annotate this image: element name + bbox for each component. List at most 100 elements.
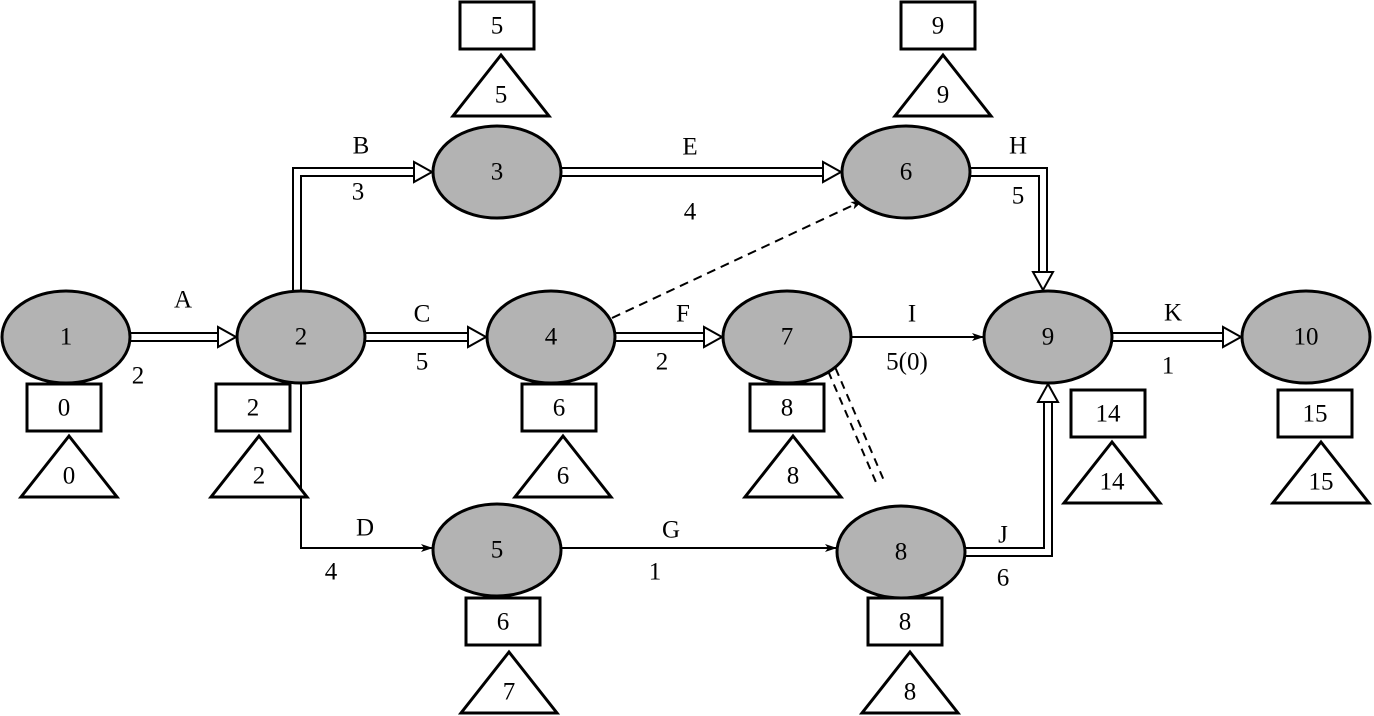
edge-h (971, 167, 1055, 293)
node-number: 9 (1042, 324, 1055, 351)
edge-f (616, 325, 725, 349)
earliest-time: 15 (1303, 401, 1328, 428)
latest-time-triangle (1269, 439, 1373, 505)
arrowhead-a (217, 325, 239, 349)
node-number: 8 (895, 539, 908, 566)
event-node-1: 1 0 0 (0, 289, 132, 499)
activity-duration: 2 (656, 349, 669, 376)
node-number: 3 (491, 159, 504, 186)
activity-duration: 6 (997, 565, 1010, 592)
latest-time: 14 (1100, 469, 1126, 496)
node-number: 5 (491, 537, 504, 564)
activity-duration: 4 (325, 559, 338, 586)
activity-duration: 5 (416, 349, 429, 376)
edge-d (300, 384, 433, 552)
earliest-time-box (214, 382, 292, 433)
earliest-time-box (866, 596, 944, 647)
earliest-time-box (1069, 388, 1147, 439)
activity-label: C (414, 301, 431, 328)
latest-time-triangle (511, 433, 615, 499)
activity-label: F (676, 301, 690, 328)
activity-label: H (1009, 133, 1027, 160)
node-number: 10 (1294, 324, 1319, 351)
earliest-time-box (1276, 388, 1354, 439)
latest-time-triangle (17, 433, 121, 499)
latest-time: 7 (503, 679, 516, 706)
arrowhead-k (1222, 325, 1244, 349)
activity-duration: 3 (352, 179, 365, 206)
latest-time: 2 (253, 463, 266, 490)
activity-label: G (662, 517, 680, 544)
edge-e (562, 160, 844, 184)
latest-time: 6 (557, 463, 570, 490)
latest-time: 5 (495, 82, 508, 109)
earliest-time-box (25, 382, 103, 433)
arrowhead-j (1036, 381, 1060, 403)
latest-time: 0 (63, 463, 76, 490)
node-ellipse (235, 289, 367, 385)
node-number: 4 (545, 324, 558, 351)
node-ellipse (431, 124, 563, 220)
earliest-time-box (748, 382, 826, 433)
latest-time-triangle (457, 649, 561, 715)
earliest-time: 6 (553, 395, 566, 422)
event-node-8: 8 8 8 (835, 504, 967, 715)
earliest-time: 2 (247, 395, 260, 422)
latest-time-triangle (449, 52, 553, 118)
edge-a (131, 325, 239, 349)
edge-c (366, 325, 489, 349)
event-node-3: 3 5 5 (431, 0, 563, 220)
node-number: 7 (781, 324, 794, 351)
activity-duration: 2 (132, 363, 145, 390)
activity-duration: 5(0) (886, 349, 928, 376)
event-node-5: 5 6 7 (431, 502, 563, 715)
earliest-time: 14 (1096, 401, 1122, 428)
event-node-7: 7 8 8 (721, 289, 853, 499)
edge-4-6-dummy (611, 200, 863, 319)
activity-label: E (682, 134, 697, 161)
event-node-10: 10 15 15 (1240, 289, 1373, 505)
earliest-time-box (520, 382, 598, 433)
earliest-time: 5 (491, 13, 504, 40)
activity-duration: 1 (1162, 353, 1175, 380)
arrowhead-c (467, 325, 489, 349)
earliest-time: 6 (497, 609, 510, 636)
edge-b (292, 160, 435, 290)
edge-k (1113, 325, 1244, 349)
event-node-4: 4 6 6 (485, 289, 617, 499)
node-number: 2 (295, 324, 308, 351)
latest-time: 8 (904, 679, 917, 706)
earliest-time: 0 (58, 395, 71, 422)
earliest-time-box (899, 0, 977, 51)
earliest-time: 8 (899, 609, 912, 636)
activity-label: A (174, 287, 192, 314)
latest-time-triangle (858, 649, 962, 715)
arrowhead-h (1031, 271, 1055, 293)
latest-time-triangle (207, 433, 311, 499)
activity-label: D (356, 515, 374, 542)
activity-duration: 1 (649, 559, 662, 586)
arrowhead-e (822, 160, 844, 184)
latest-time-triangle (1060, 439, 1164, 505)
latest-time: 15 (1309, 469, 1334, 496)
node-ellipse (431, 502, 563, 598)
activity-duration: 4 (684, 199, 697, 226)
activity-label: K (1164, 300, 1182, 327)
earliest-time: 9 (932, 13, 945, 40)
latest-time: 9 (937, 82, 950, 109)
node-number: 1 (60, 324, 73, 351)
activity-label: J (998, 522, 1008, 549)
node-number: 6 (900, 159, 913, 186)
latest-time: 8 (787, 463, 800, 490)
event-node-9: 9 14 14 (982, 289, 1164, 505)
earliest-time-box (464, 596, 542, 647)
arrowhead-b (413, 160, 435, 184)
edge-j (966, 381, 1060, 557)
earliest-time: 8 (781, 395, 794, 422)
node-ellipse (840, 124, 972, 220)
latest-time-triangle (891, 52, 995, 118)
activity-label: B (353, 133, 370, 160)
node-ellipse (1240, 289, 1372, 385)
node-ellipse (982, 289, 1114, 385)
event-node-2: 2 2 2 (207, 289, 367, 499)
